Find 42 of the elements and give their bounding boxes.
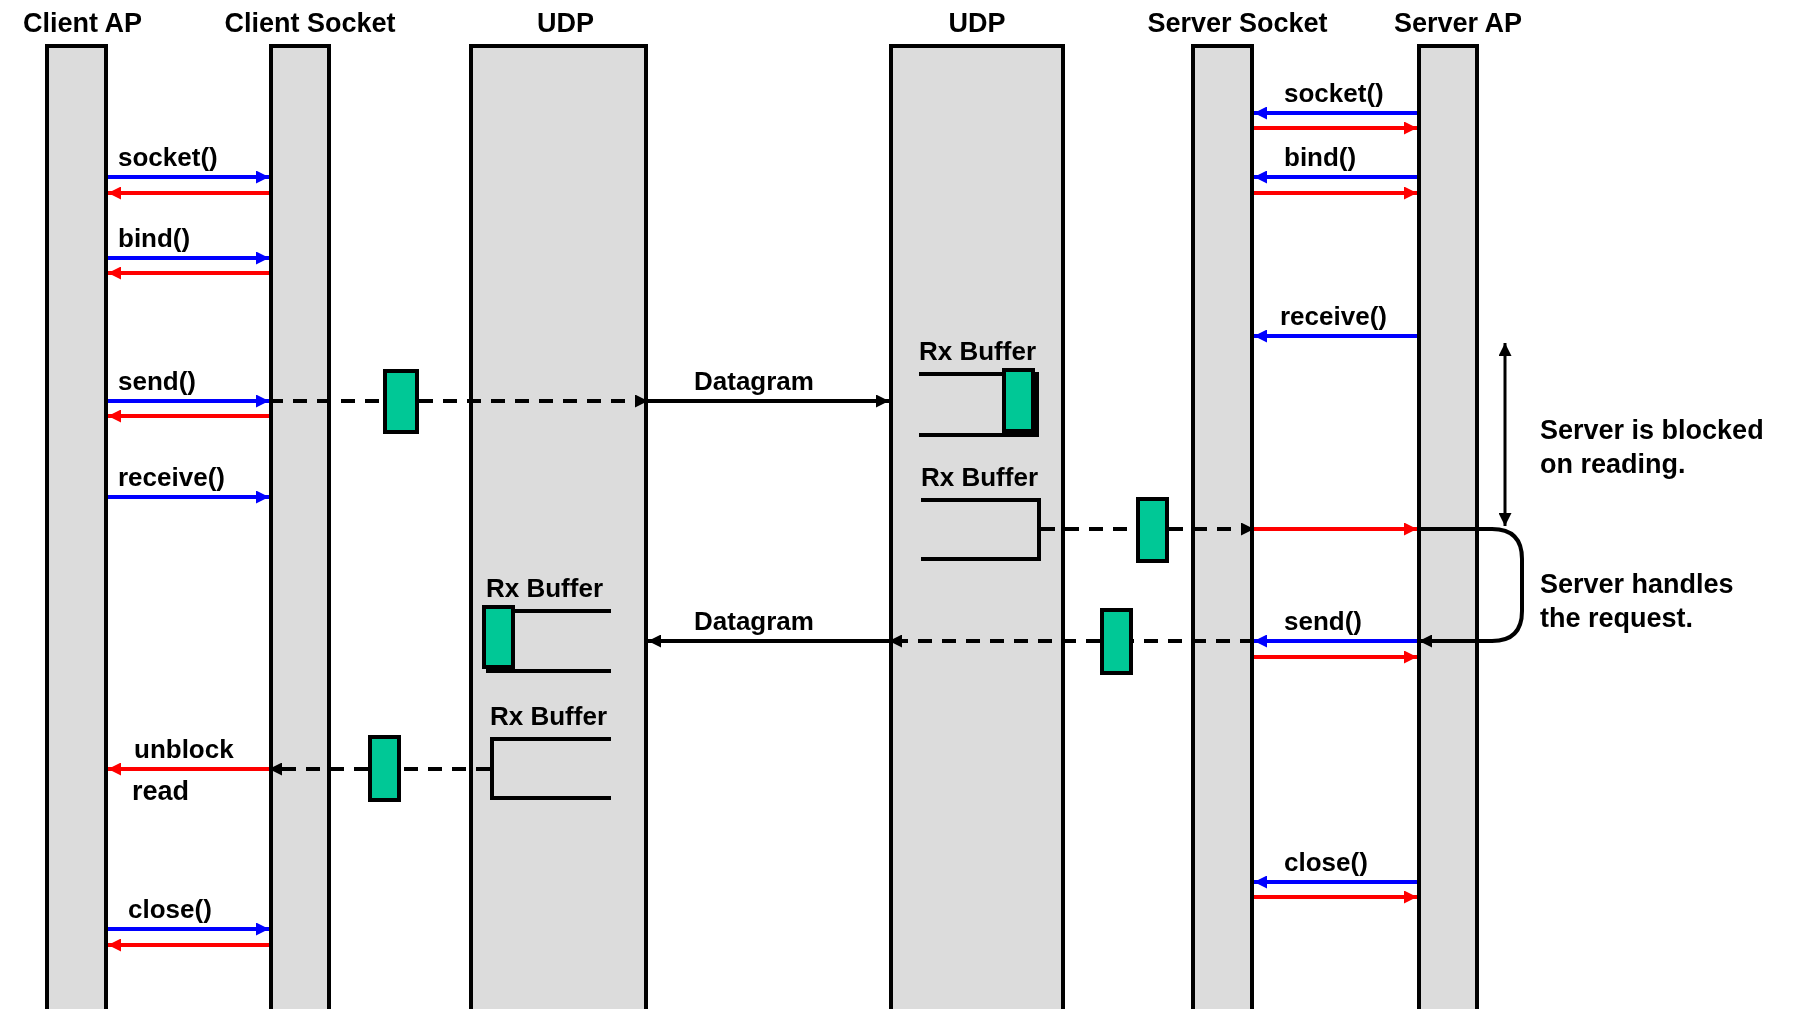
arrow xyxy=(1254,106,1417,120)
buffer-label: Rx Buffer xyxy=(490,701,607,731)
arrow xyxy=(108,409,269,423)
arrow xyxy=(1254,650,1417,664)
buffer-label: Rx Buffer xyxy=(921,462,1038,492)
packet xyxy=(1136,497,1169,563)
arrow xyxy=(1254,634,1417,648)
arrow xyxy=(108,938,269,952)
arrow xyxy=(108,170,269,184)
buffer-label: Rx Buffer xyxy=(919,336,1036,366)
arrow xyxy=(1254,170,1417,184)
lifeline-label: Client Socket xyxy=(224,8,396,39)
lifeline-label: Server AP xyxy=(1393,8,1523,39)
curved-arrow xyxy=(1419,527,1524,648)
packet xyxy=(368,735,401,802)
buffer-label: Rx Buffer xyxy=(486,573,603,603)
packet xyxy=(482,605,515,669)
arrow xyxy=(1254,121,1417,135)
lifeline-label: Server Socket xyxy=(1147,8,1328,39)
lifeline-label: Client AP xyxy=(23,8,142,39)
note-text: Server handles the request. xyxy=(1540,568,1735,635)
arrow xyxy=(108,762,269,776)
arrow xyxy=(108,251,269,265)
arrow xyxy=(1254,329,1417,343)
arrow xyxy=(1254,522,1417,536)
arrow xyxy=(648,634,889,648)
arrow xyxy=(108,266,269,280)
note-text: Server is blocked on reading. xyxy=(1540,414,1765,481)
packet xyxy=(1100,608,1133,675)
arrow xyxy=(108,394,269,408)
note-text: read xyxy=(132,775,190,808)
lifeline-label: UDP xyxy=(948,8,1006,39)
arrow xyxy=(1254,875,1417,889)
lifeline-label: UDP xyxy=(537,8,594,39)
arrow xyxy=(108,490,269,504)
connector-line xyxy=(401,767,490,771)
arrow xyxy=(648,394,889,408)
packet xyxy=(383,369,419,434)
arrow xyxy=(108,186,269,200)
arrow xyxy=(1254,890,1417,904)
arrow xyxy=(108,922,269,936)
arrow xyxy=(1254,186,1417,200)
